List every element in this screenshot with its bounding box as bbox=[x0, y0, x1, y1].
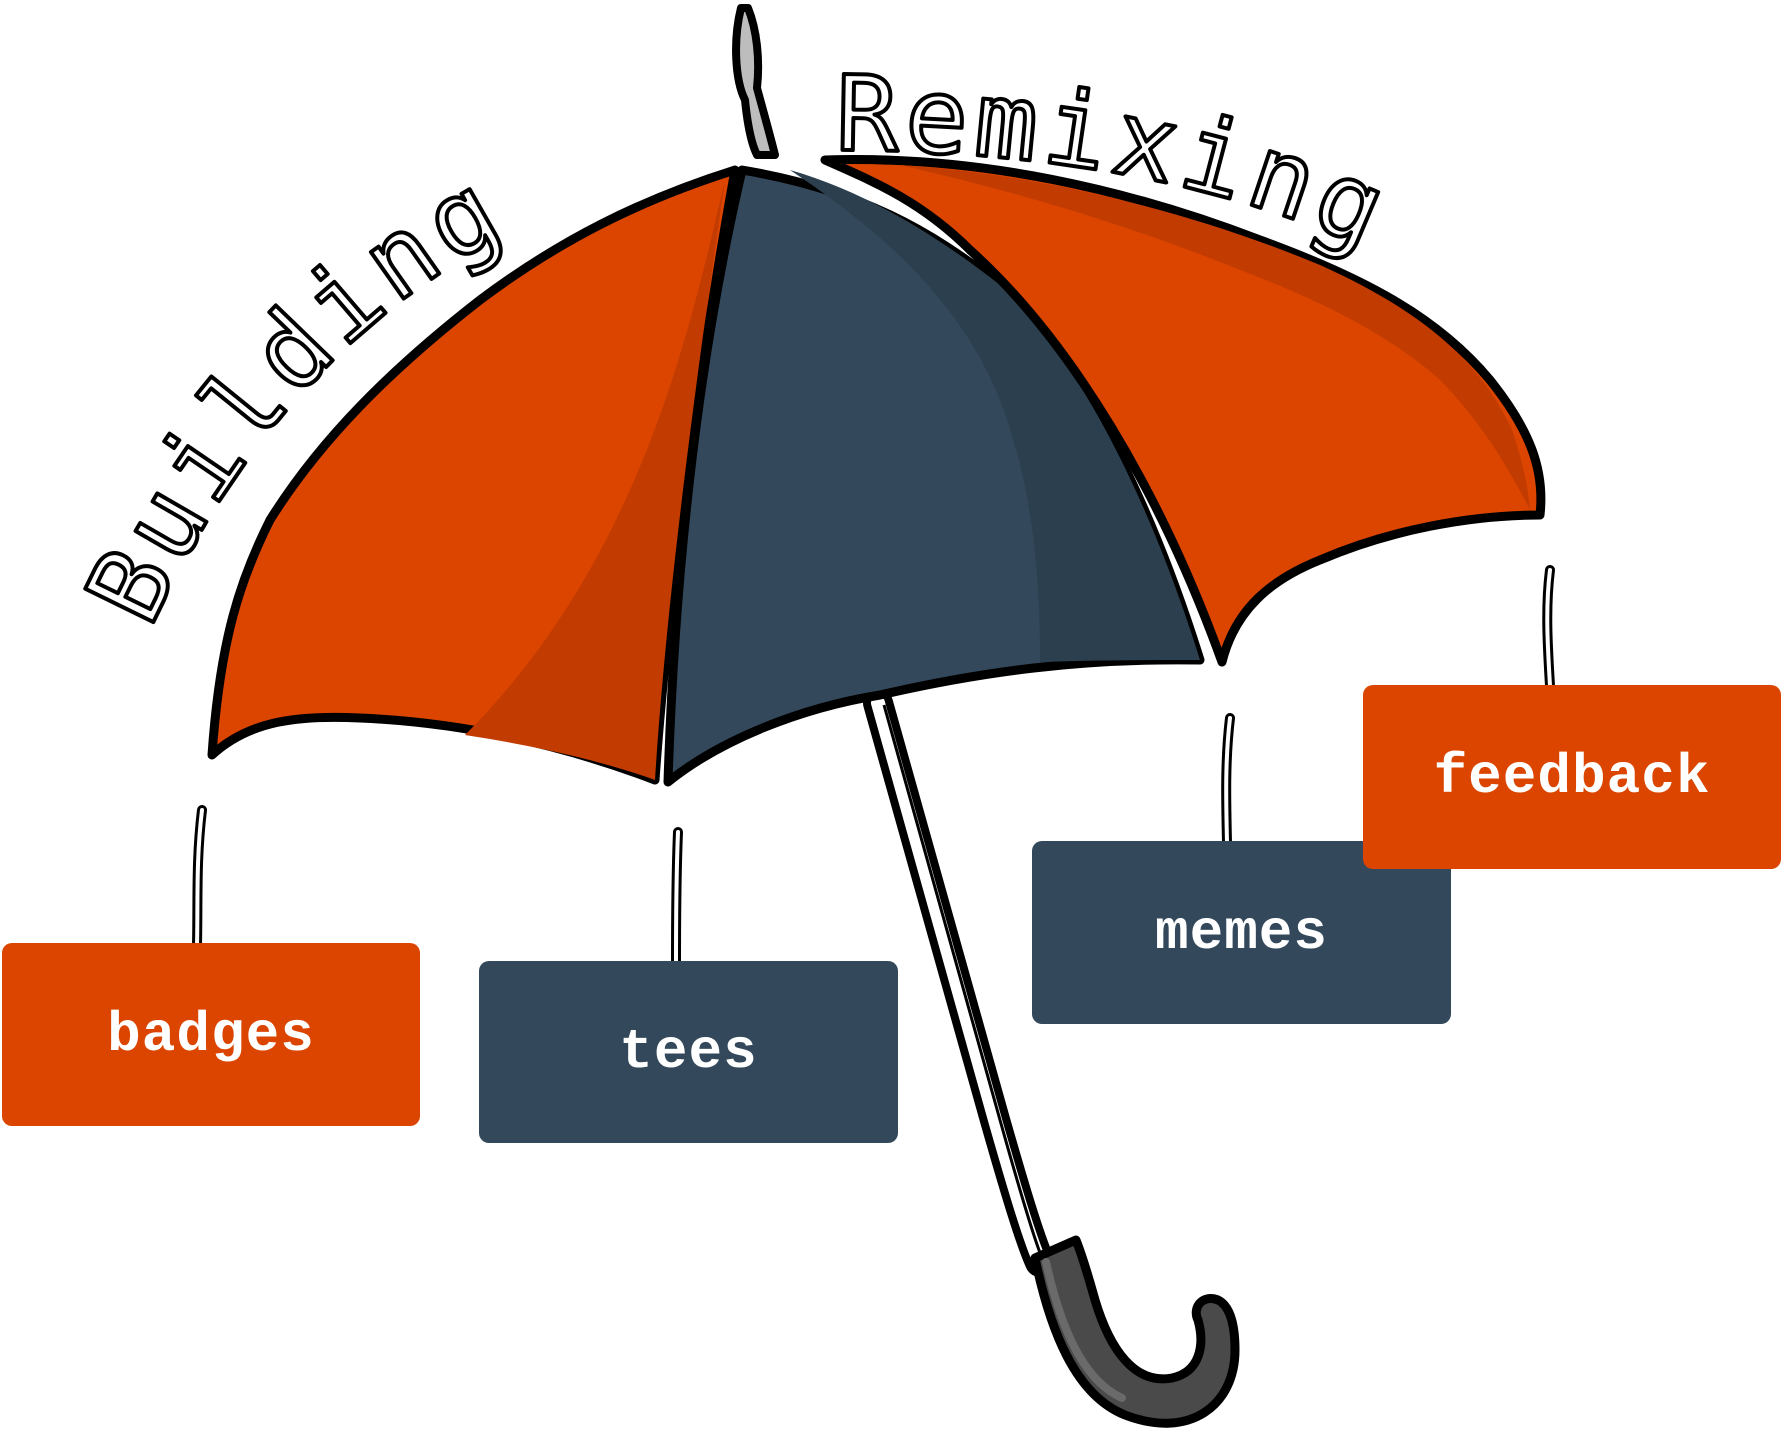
umbrella-canopy bbox=[207, 155, 1546, 787]
tag-memes-label: memes bbox=[1154, 900, 1329, 965]
umbrella-tip bbox=[732, 4, 779, 159]
tag-tees: tees bbox=[479, 961, 898, 1143]
tag-badges: badges bbox=[2, 943, 420, 1126]
tag-memes: memes bbox=[1032, 841, 1451, 1024]
tag-badges-label: badges bbox=[107, 1002, 315, 1067]
tag-tees-label: tees bbox=[619, 1020, 758, 1084]
tag-feedback: feedback bbox=[1363, 685, 1781, 869]
umbrella-shaft bbox=[863, 688, 1055, 1277]
canopy-panel-right bbox=[820, 155, 1546, 667]
umbrella-handle bbox=[1030, 1235, 1240, 1428]
tag-feedback-label: feedback bbox=[1433, 745, 1711, 809]
